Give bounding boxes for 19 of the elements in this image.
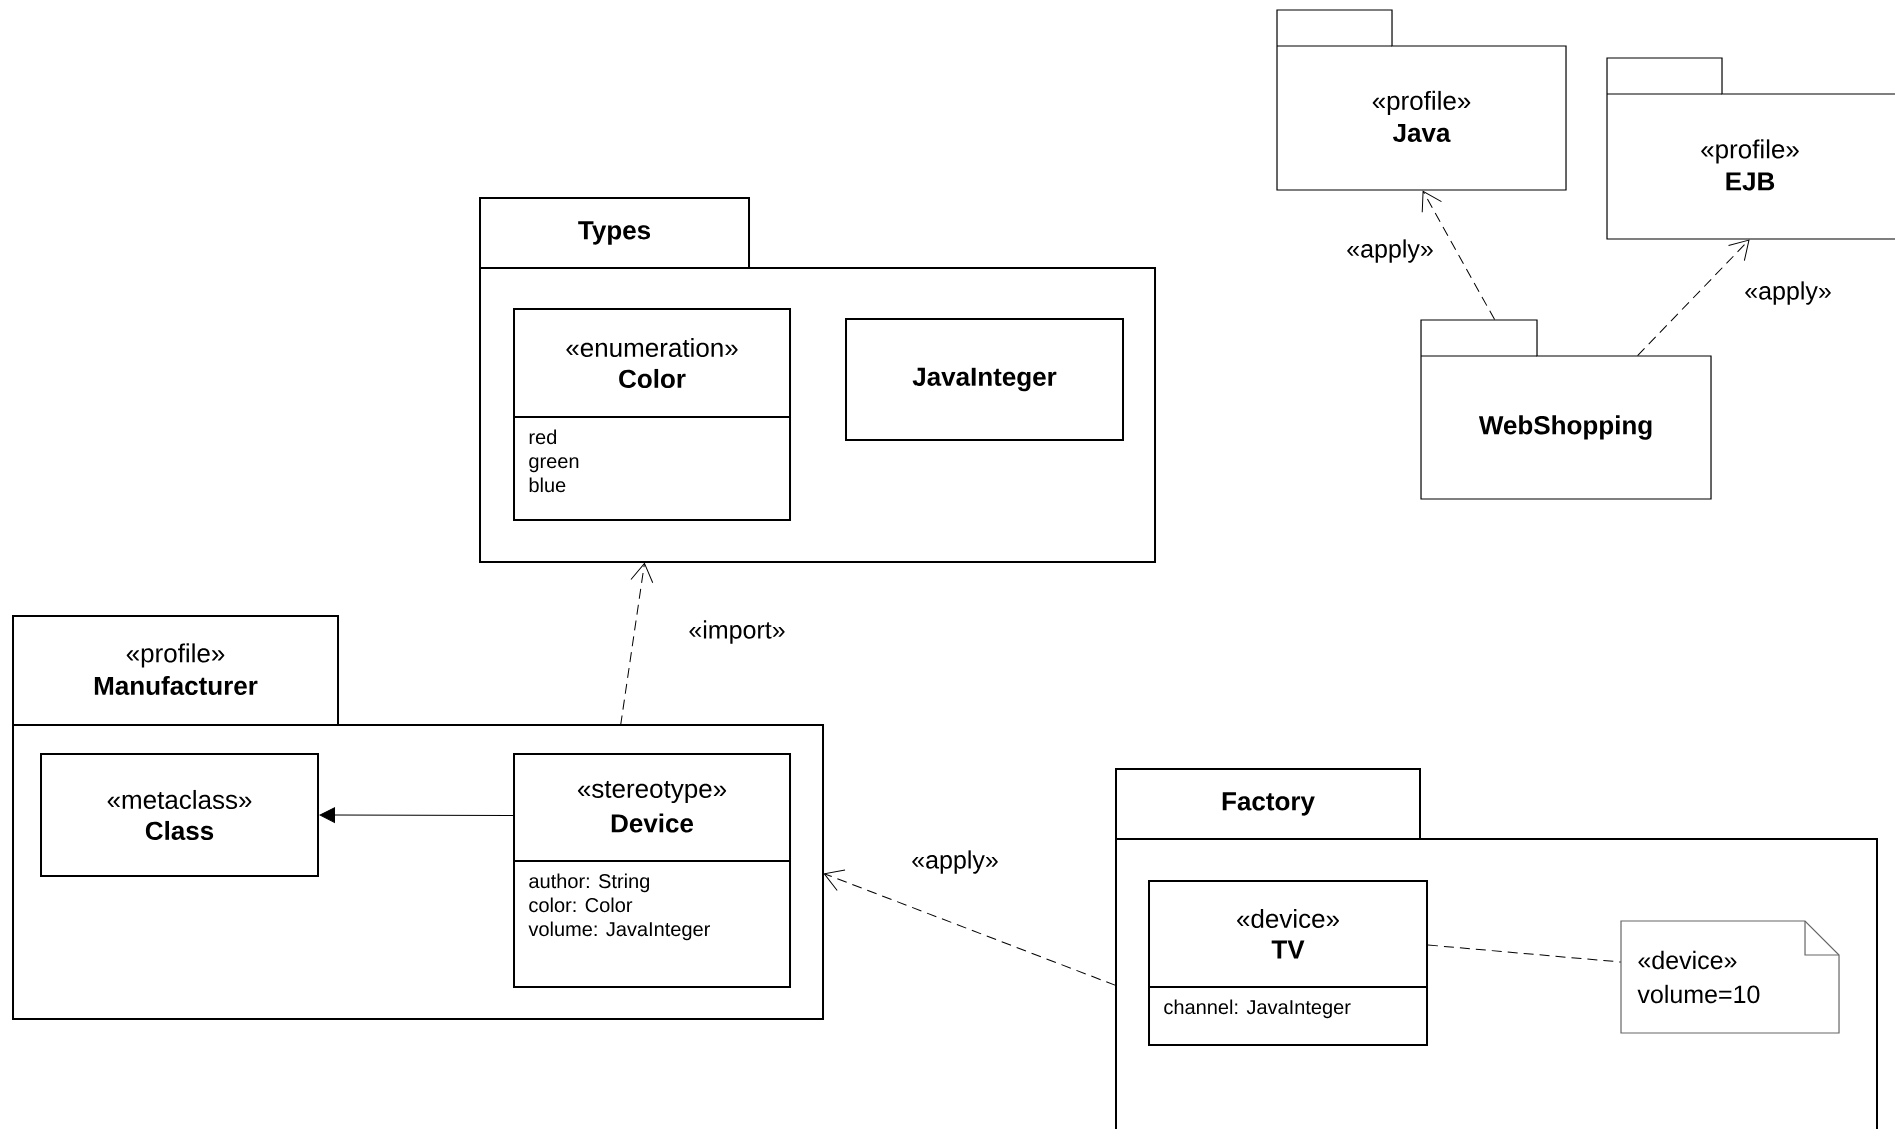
edge-label: «import» bbox=[686, 618, 788, 646]
connector-line bbox=[1427, 944, 1622, 963]
dependency-arrow bbox=[1421, 190, 1496, 321]
dependency-arrow bbox=[823, 869, 1117, 986]
generalization-arrow bbox=[319, 807, 514, 823]
note: «device» volume=10 bbox=[1620, 920, 1840, 1034]
dependency-arrow bbox=[1637, 239, 1750, 357]
package: «profile» EJB bbox=[1606, 57, 1895, 240]
class-box: «enumeration» Color red green blue bbox=[513, 308, 791, 521]
edge-label: «apply» bbox=[909, 848, 1001, 876]
edge-label: «apply» bbox=[1344, 237, 1436, 265]
class-box: «stereotype» Device author: String color: Color volume: JavaInteger bbox=[513, 753, 791, 988]
package: WebShopping bbox=[1420, 319, 1712, 500]
package: «profile» Java bbox=[1276, 9, 1567, 191]
class-box: «metaclass» Class bbox=[40, 753, 319, 877]
class-box: JavaInteger bbox=[845, 318, 1124, 441]
dependency-arrow bbox=[620, 562, 654, 726]
edge-label: «apply» bbox=[1742, 279, 1834, 307]
class-box: «device» TV channel: JavaInteger bbox=[1148, 880, 1428, 1046]
